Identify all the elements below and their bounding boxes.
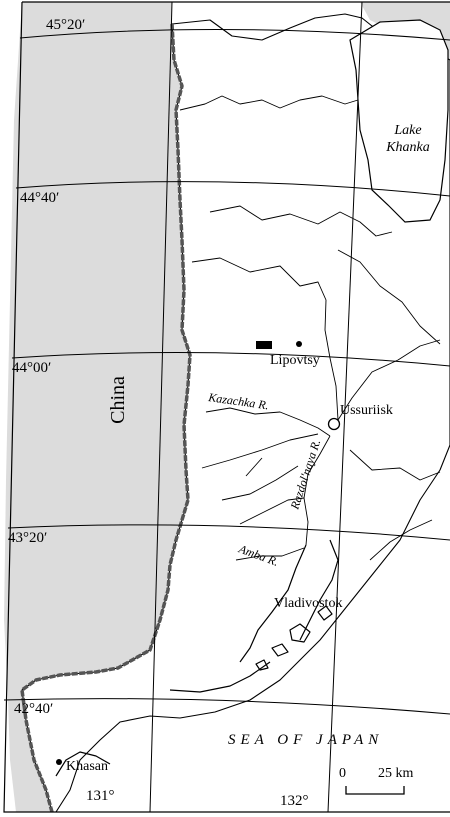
river-east [337, 249, 441, 345]
china-label: China [107, 376, 129, 424]
scale-distance-label: 25 km [378, 766, 414, 781]
lat-label-43-20: 43°20′ [8, 530, 47, 546]
lake-khanka-label-2: Khanka [385, 140, 430, 155]
lipovtsy-label: Lipovtsy [270, 353, 320, 368]
tributary-4 [239, 497, 305, 525]
amur-bay [239, 544, 307, 663]
frame-outline [3, 1, 450, 813]
island-4 [317, 605, 333, 621]
khasan-coast [55, 751, 111, 777]
lat-label-42-40: 42°40′ [14, 701, 53, 717]
ussuriisk-circle-icon [327, 417, 341, 431]
khasan-dot-icon [56, 759, 62, 765]
parallel-42-40 [3, 698, 450, 715]
tributary-2 [245, 457, 263, 477]
kazachka-river [205, 407, 331, 437]
amba-river [235, 547, 305, 561]
state-border [20, 23, 192, 813]
parallel-44-00 [11, 352, 450, 367]
southern-coast [169, 661, 271, 693]
river-southeast [349, 449, 441, 481]
ussuri-bay [299, 539, 339, 641]
tributary-3 [221, 465, 299, 501]
island-3 [255, 659, 269, 671]
ussuriisk-label: Ussuriisk [340, 403, 393, 418]
parallel-43-20 [7, 524, 450, 541]
lat-label-44-00: 44°00′ [12, 360, 51, 376]
razdolnaya-river [303, 435, 331, 546]
river-mid-east [337, 339, 441, 421]
island-2 [271, 643, 289, 657]
sample-site-marker [256, 341, 272, 349]
khasan-label: Khasan [66, 759, 108, 774]
lat-label-44-40: 44°40′ [20, 190, 59, 206]
lon-label-131: 131° [86, 788, 115, 804]
tributary-1 [201, 433, 319, 469]
island-1 [289, 623, 311, 643]
sea-of-japan-label: SEA OF JAPAN [228, 732, 383, 748]
river-upper [179, 95, 359, 111]
lat-label-45-20: 45°20′ [46, 17, 85, 33]
scale-zero-label: 0 [339, 766, 346, 781]
meridian-132 [327, 1, 363, 813]
lipovtsy-dot-icon [296, 341, 302, 347]
scale-bar [345, 786, 405, 795]
river-north [209, 205, 393, 237]
meridian-131 [149, 1, 173, 813]
vladivostok-label: Vladivostok [274, 596, 342, 611]
china-area [4, 2, 190, 812]
parallel-44-40 [15, 181, 450, 197]
parallel-45-20 [19, 28, 450, 41]
lake-khanka [349, 19, 449, 223]
lon-label-132: 132° [280, 793, 309, 809]
river-mid [191, 257, 339, 421]
lake-khanka-label-1: Lake [393, 123, 421, 138]
